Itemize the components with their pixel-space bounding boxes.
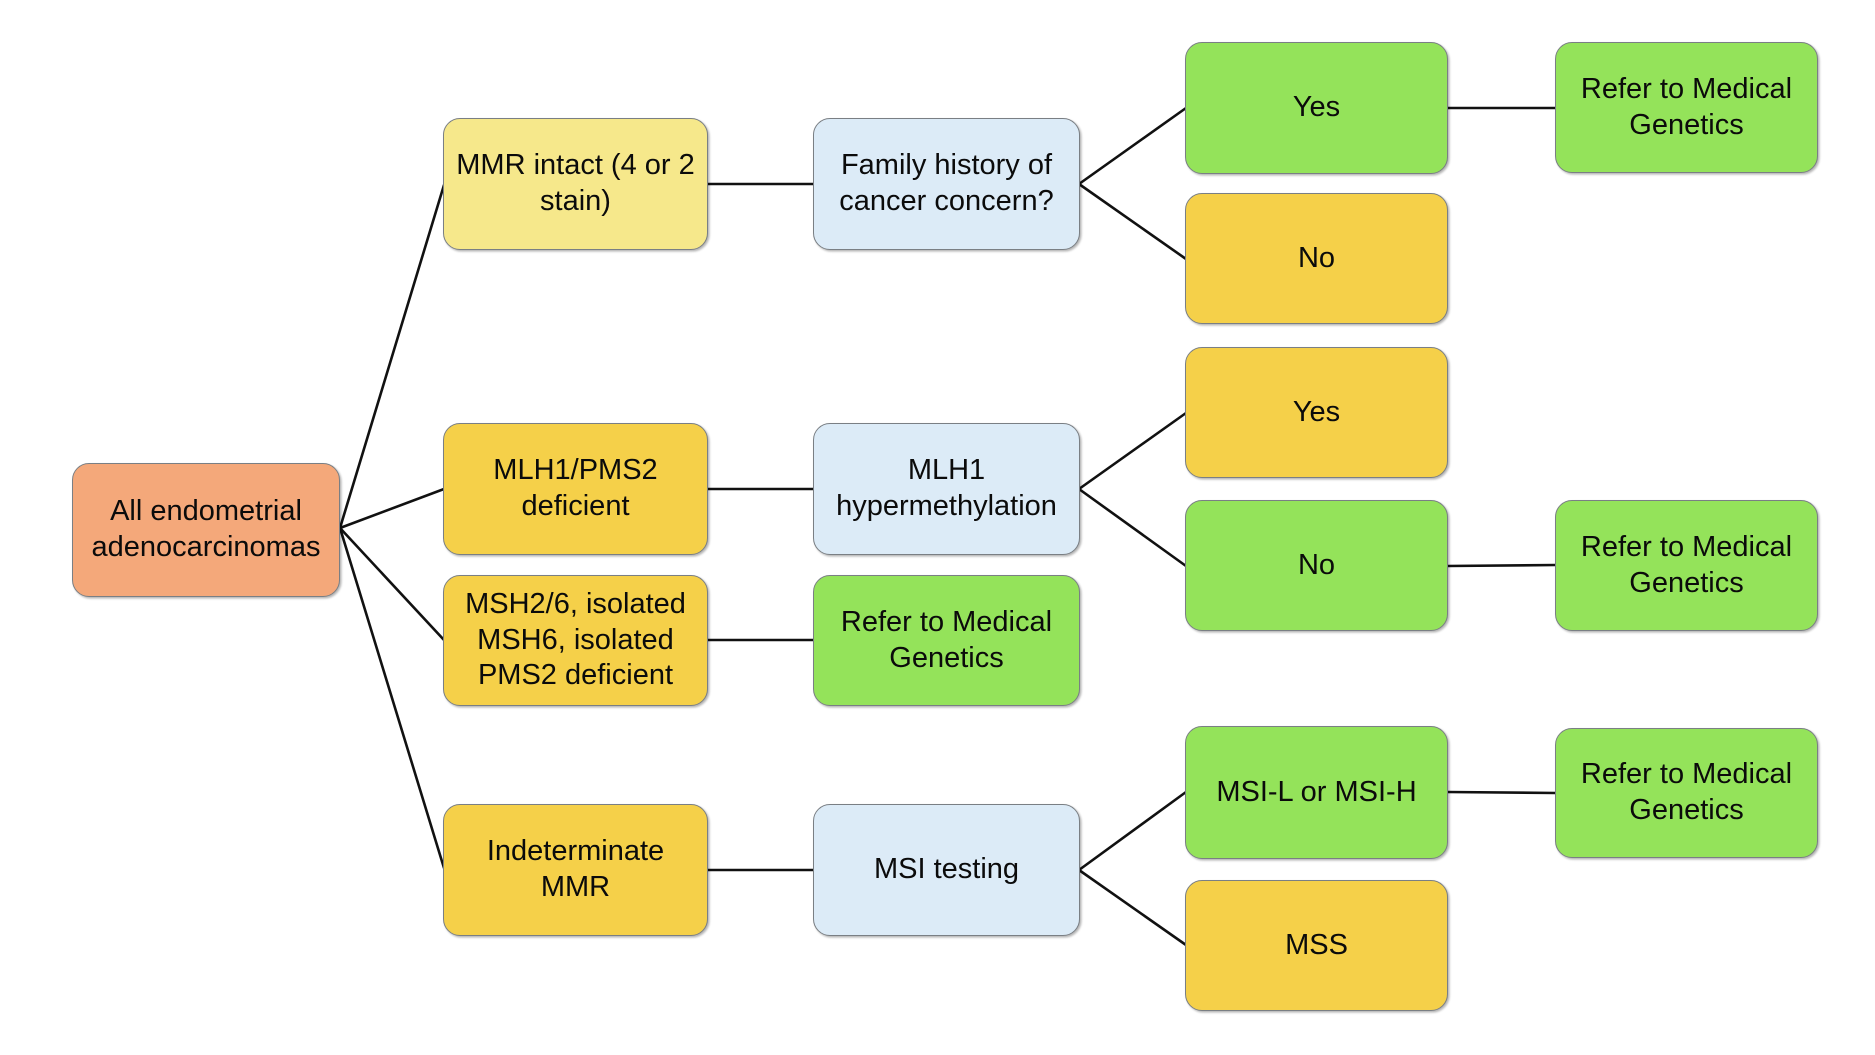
node-mss: MSS [1185,880,1448,1011]
node-msi-testing: MSI testing [813,804,1080,936]
node-label: Refer to Medical Genetics [1580,72,1793,141]
node-label: MLH1 hypermethylation [836,454,1057,522]
node-label: Yes [1292,91,1341,124]
node-label: MSI-L or MSI-H [1216,775,1417,808]
node-hypermethylation-no: No [1185,500,1448,631]
node-refer-genetics-bottom: Refer to Medical Genetics [1555,728,1818,858]
edge-root-to-msh26 [338,526,446,642]
edge-msi-testing-to-mss [1077,868,1188,947]
node-label: MSI testing [873,853,1020,886]
node-mlh1-hypermethylation: MLH1 hypermethylation [813,423,1080,555]
node-label: All endometrial adenocarcinomas [91,495,321,563]
node-label: MSH2/6, isolated MSH6, isolated PMS2 def… [465,587,686,692]
node-mlh1-pms2-deficient: MLH1/PMS2 deficient [443,423,708,555]
node-label: No [1297,548,1336,581]
node-msh2-6-deficient: MSH2/6, isolated MSH6, isolated PMS2 def… [443,575,708,706]
edge-hypermethylation-to-no [1077,487,1188,568]
node-hypermethylation-yes: Yes [1185,347,1448,478]
node-label: Yes [1292,395,1341,428]
edge-root-to-mmr-intact [338,183,446,530]
node-label: Refer to Medical Genetics [1580,530,1793,599]
node-refer-genetics-mid: Refer to Medical Genetics [1555,500,1818,631]
node-label: No [1297,241,1336,274]
edge-msi-testing-to-msil [1077,790,1188,872]
edge-family-history-to-no [1077,182,1188,261]
node-root: All endometrial adenocarcinomas [72,463,340,597]
node-refer-genetics-top: Refer to Medical Genetics [1555,42,1818,173]
edge-root-to-indeterminate [338,526,446,870]
edge-family-history-to-yes [1077,106,1188,186]
node-label: Indeterminate MMR [486,835,665,903]
node-label: MSS [1285,928,1348,961]
node-mmr-intact: MMR intact (4 or 2 stain) [443,118,708,250]
node-family-history-no: No [1185,193,1448,324]
node-label: MMR intact (4 or 2 stain) [456,149,695,217]
node-refer-genetics-msh: Refer to Medical Genetics [813,575,1080,706]
node-label: Refer to Medical Genetics [840,605,1053,674]
node-indeterminate-mmr: Indeterminate MMR [443,804,708,936]
node-family-history-yes: Yes [1185,42,1448,174]
node-label: Family history of cancer concern? [839,149,1054,217]
edge-no-to-refer-mid [1445,563,1558,568]
node-msi-l-or-msi-h: MSI-L or MSI-H [1185,726,1448,859]
edge-root-to-mlh1-pms2 [338,487,446,530]
edge-hypermethylation-to-yes [1077,411,1188,491]
node-label: Refer to Medical Genetics [1580,758,1793,826]
edge-msil-to-refer-bottom [1445,790,1558,795]
node-label: MLH1/PMS2 deficient [493,454,658,522]
node-family-history: Family history of cancer concern? [813,118,1080,250]
